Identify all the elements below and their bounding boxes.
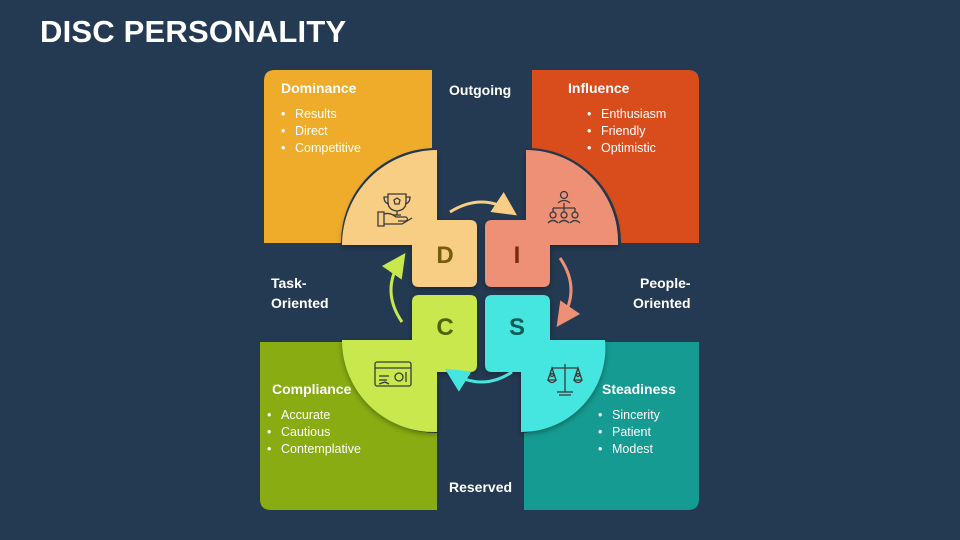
list-item: Sincerity — [598, 407, 676, 424]
compliance-list: Accurate Cautious Contemplative — [267, 407, 361, 458]
steadiness-title: Steadiness — [602, 381, 676, 397]
axis-label-reserved: Reserved — [449, 479, 513, 495]
dominance-inner — [342, 150, 477, 287]
steadiness-list: Sincerity Patient Modest — [598, 407, 676, 458]
letter-d: D — [436, 242, 454, 269]
letter-s: S — [508, 314, 525, 341]
trophy-hand-icon — [377, 193, 413, 227]
list-item: Accurate — [267, 407, 361, 424]
compliance-block: Compliance Accurate Cautious Contemplati… — [272, 381, 361, 458]
axis-label-people-oriented: People- Oriented — [633, 275, 691, 311]
dominance-block: Dominance Results Direct Competitive — [281, 80, 361, 157]
cheque-icon — [374, 361, 412, 387]
arrow-d-to-i — [449, 192, 517, 216]
arrow-c-to-d — [381, 253, 406, 323]
list-item: Patient — [598, 424, 676, 441]
dominance-list: Results Direct Competitive — [281, 106, 361, 157]
list-item: Optimistic — [587, 140, 666, 157]
influence-title: Influence — [568, 80, 630, 96]
list-item: Competitive — [281, 140, 361, 157]
influence-list: Enthusiasm Friendly Optimistic — [587, 106, 666, 157]
compliance-title: Compliance — [272, 381, 352, 397]
influence-block: Influence Enthusiasm Friendly Optimistic — [568, 80, 666, 157]
influence-inner — [485, 150, 619, 287]
list-item: Enthusiasm — [587, 106, 666, 123]
letter-i: I — [513, 242, 521, 269]
steadiness-block: Steadiness Sincerity Patient Modest — [602, 381, 676, 458]
steadiness-inner — [485, 295, 606, 433]
arrow-i-to-s — [556, 257, 581, 327]
compliance-inner — [342, 295, 477, 433]
list-item: Results — [281, 106, 361, 123]
axis-label-task-oriented: Task- Oriented — [271, 275, 329, 311]
letter-c: C — [436, 314, 454, 341]
page-title: DISC PERSONALITY — [40, 14, 347, 49]
arrow-s-to-c — [444, 368, 513, 392]
org-chart-icon — [547, 190, 581, 224]
dominance-title: Dominance — [281, 80, 357, 96]
list-item: Cautious — [267, 424, 361, 441]
balance-scale-icon — [547, 364, 583, 396]
axis-label-outgoing: Outgoing — [449, 82, 512, 98]
list-item: Direct — [281, 123, 361, 140]
list-item: Modest — [598, 441, 676, 458]
list-item: Contemplative — [267, 441, 361, 458]
list-item: Friendly — [587, 123, 666, 140]
